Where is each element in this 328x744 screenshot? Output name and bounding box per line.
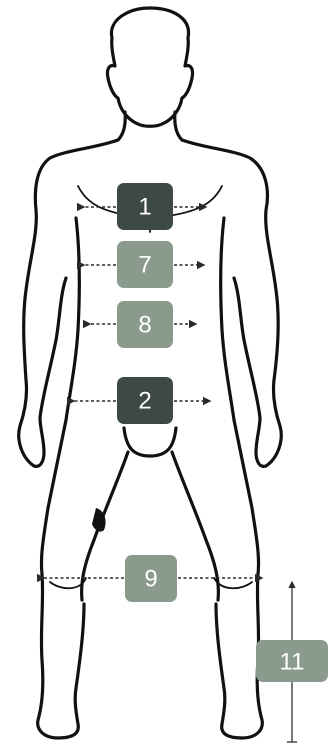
crotch [124,428,176,456]
marker-badge-knee-height: 11 [256,640,328,682]
left-lower-leg [38,574,84,738]
right-arm-torso [182,140,281,466]
neck-left [118,112,125,140]
badge-label-knee: 9 [144,566,157,593]
left-arm-torso [19,140,118,466]
badge-label-chest: 1 [138,194,151,221]
badge-label-hips: 2 [138,388,151,415]
marker-badge-hips: 2 [117,377,173,424]
badge-label-abdomen: 8 [138,312,151,339]
marker-badge-waist: 7 [117,241,173,288]
body-figure [19,8,281,738]
badge-label-knee-height: 11 [280,649,305,676]
neck-right [175,112,182,140]
torso-right [221,218,259,574]
marker-badge-knee: 9 [125,555,177,602]
marker-badge-abdomen: 8 [117,301,173,348]
torso-left [41,218,79,574]
marker-badge-chest: 1 [117,183,173,230]
badge-label-waist: 7 [138,252,151,279]
head-outline [107,8,192,126]
right-lower-leg [216,574,262,738]
